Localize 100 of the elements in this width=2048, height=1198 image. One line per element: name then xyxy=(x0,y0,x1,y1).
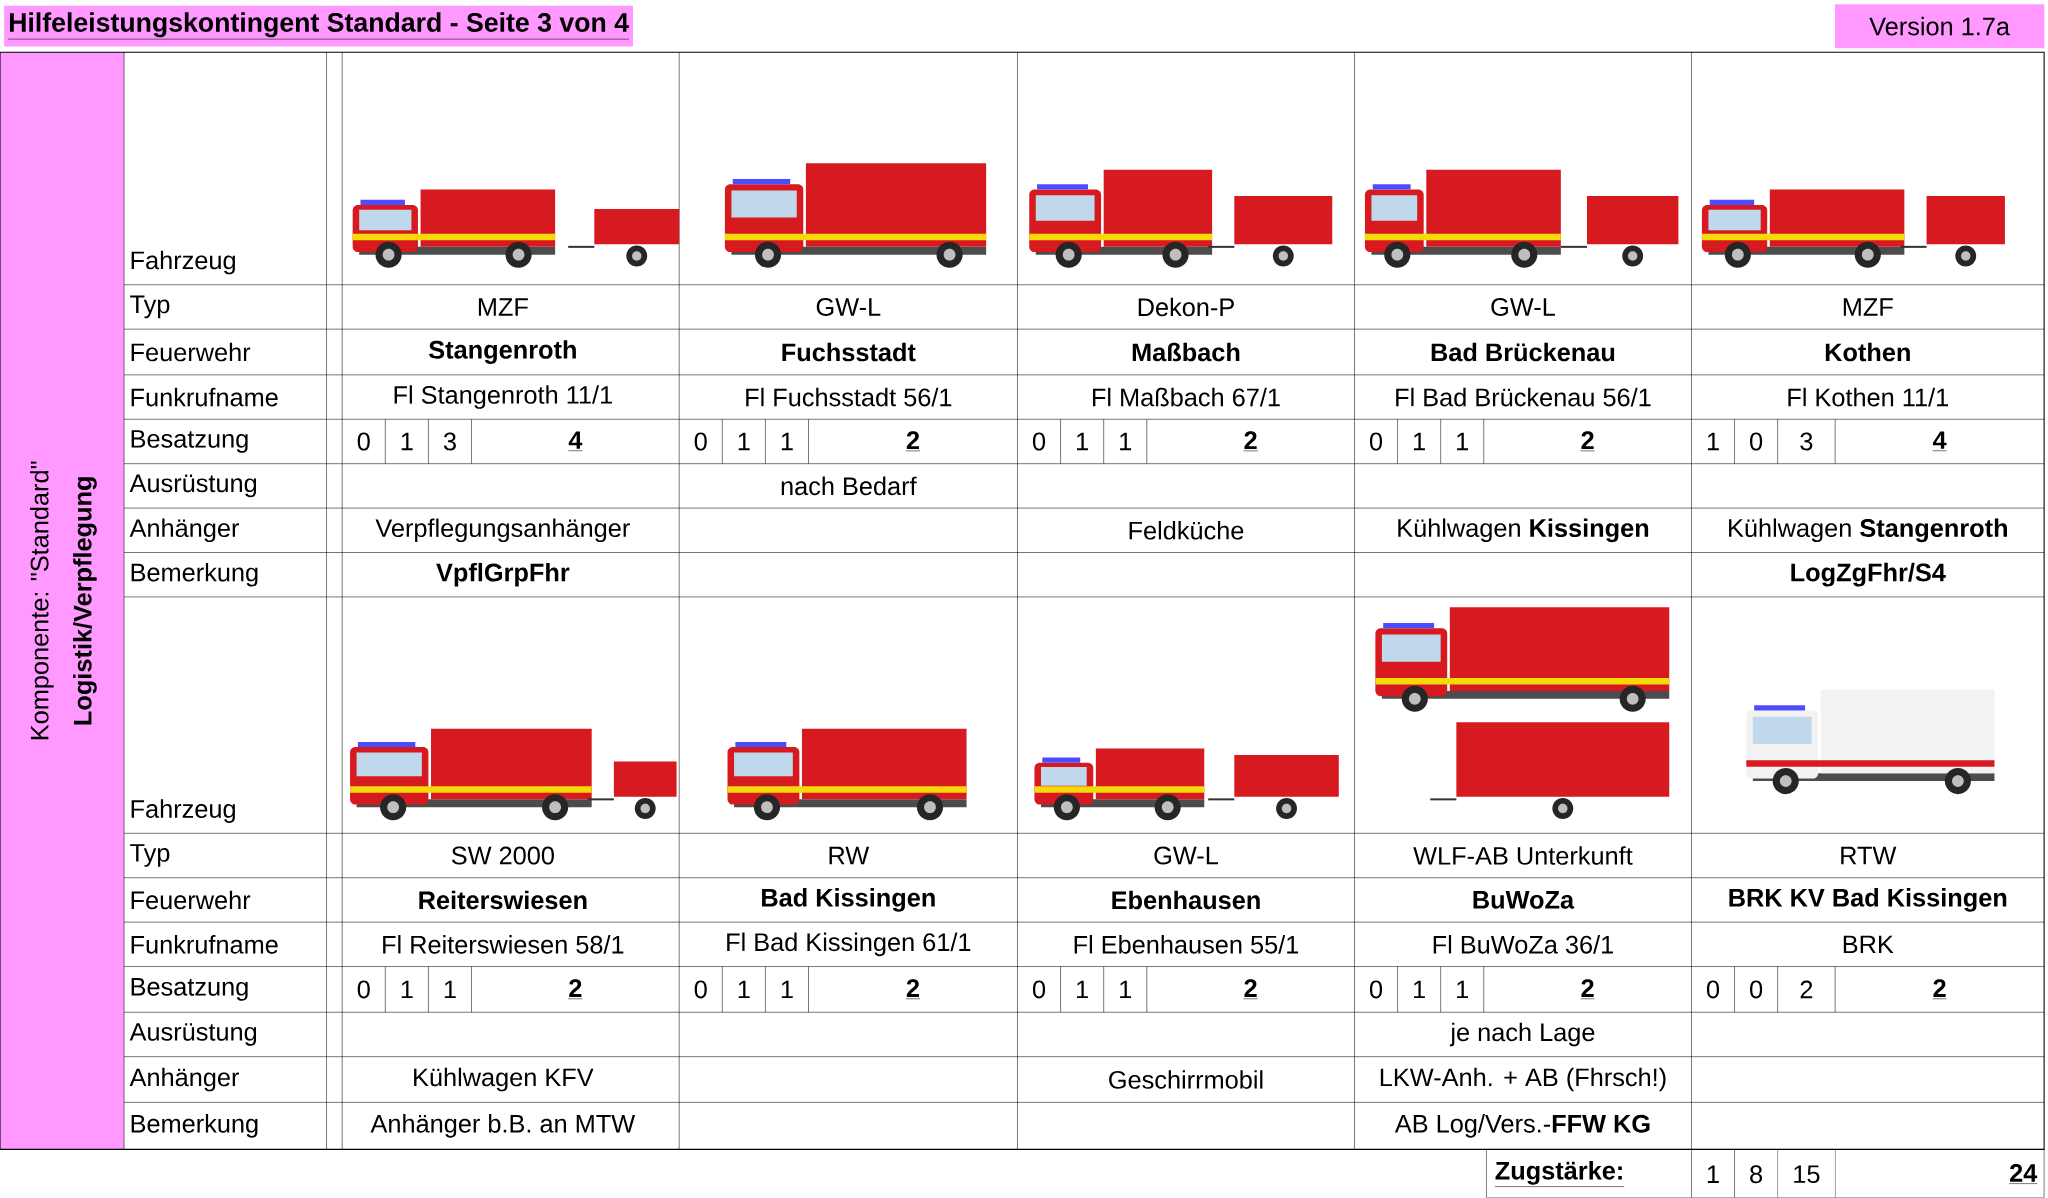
trailer-text: Kühlwagen Stangenroth xyxy=(1729,518,2007,543)
radio-call-sign: Fl Stangenroth 11/1 xyxy=(394,385,612,409)
crew-count: 1 xyxy=(1707,432,1719,451)
crew-count: 1 xyxy=(444,980,456,999)
fire-brigade-name: BuWoZa xyxy=(1473,891,1575,909)
version-label: Version 1.7a xyxy=(1834,4,2045,49)
crew-count: 3 xyxy=(443,432,456,451)
vehicle-type: GW-L xyxy=(816,298,881,317)
crew-count: 0 xyxy=(694,980,707,999)
component-label: Logistik/Verpflegung xyxy=(73,477,97,725)
crew-count: 1 xyxy=(1414,432,1425,451)
crew-count: 0 xyxy=(1032,980,1046,999)
row-label: Anhänger xyxy=(129,518,239,543)
vehicle-type: MZF xyxy=(1843,298,1893,316)
radio-call-sign: Fl Kothen 11/1 xyxy=(1788,387,1948,407)
radio-call-sign: Fl Bad Kissingen 61/1 xyxy=(727,932,971,957)
crew-count: 1 xyxy=(1457,980,1468,999)
crew-count: 0 xyxy=(1750,980,1763,999)
equipment-text: je nach Lage xyxy=(1449,1022,1595,1047)
trailer-text: Kühlwagen Kissingen xyxy=(1398,518,1649,543)
vehicle-type: MZF xyxy=(478,298,528,316)
crew-count: 0 xyxy=(1369,432,1383,451)
crew-total: 2 xyxy=(1580,431,1595,452)
crew-count: 1 xyxy=(1414,980,1425,999)
crew-total: 2 xyxy=(1932,979,1947,1000)
title: Hilfeleistungskontingent Standard - Seite 3 von 4 xyxy=(4,5,633,47)
crew-count: 1 xyxy=(401,980,413,999)
fire-brigade-name: Bad Brückenau xyxy=(1431,342,1615,362)
row-label: Ausrüstung xyxy=(129,1023,257,1046)
crew-count: 1 xyxy=(401,432,413,451)
component-label: Komponente: "Standard" xyxy=(30,461,54,740)
radio-call-sign: Fl Reiterswiesen 58/1 xyxy=(383,935,624,954)
crew-count: 0 xyxy=(1032,432,1046,451)
remark-text: AB Log/Vers.-FFW KG xyxy=(1394,1114,1650,1138)
crew-total: 4 xyxy=(1932,431,1947,452)
total-count: 1 xyxy=(1707,1165,1719,1184)
crew-count: 3 xyxy=(1800,432,1813,451)
row-label: Anhänger xyxy=(129,1067,239,1092)
row-label: Bemerkung xyxy=(131,563,258,587)
crew-count: 1 xyxy=(1077,432,1088,451)
fire-brigade-name: Reiterswiesen xyxy=(419,890,587,910)
row-label: Bemerkung xyxy=(131,1114,258,1138)
vehicle-type: SW 2000 xyxy=(451,846,554,865)
trailer-text: Kühlwagen KFV xyxy=(414,1067,594,1092)
row-label: Funkrufname xyxy=(131,387,278,407)
row-label: Ausrüstung xyxy=(129,474,257,498)
row-label: Typ xyxy=(130,844,170,867)
remark-text: VpflGrpFhr xyxy=(436,563,570,587)
row-label: Fahrzeug xyxy=(131,799,235,824)
trailer-text: Geschirrmobil xyxy=(1109,1070,1263,1089)
crew-count: 1 xyxy=(781,980,793,999)
vehicle-type: Dekon-P xyxy=(1138,297,1234,317)
fire-brigade-name: Stangenroth xyxy=(429,340,576,364)
row-label: Fahrzeug xyxy=(131,250,235,275)
crew-count: 1 xyxy=(1120,980,1132,999)
vehicle-type: WLF-AB Unterkunft xyxy=(1413,846,1633,865)
radio-call-sign: Fl Maßbach 67/1 xyxy=(1093,387,1280,407)
vehicle-type: GW-L xyxy=(1154,846,1218,865)
remark-text: Anhänger b.B. an MTW xyxy=(370,1114,636,1138)
trailer-text: Feldküche xyxy=(1129,521,1244,540)
crew-count: 1 xyxy=(738,432,750,451)
vehicle-type: GW-L xyxy=(1491,298,1555,317)
fire-brigade-name: Bad Kissingen xyxy=(762,888,935,912)
equipment-text: nach Bedarf xyxy=(781,476,917,496)
total-sum: 24 xyxy=(2008,1164,2038,1184)
crew-count: 0 xyxy=(694,432,707,451)
radio-call-sign: Fl Ebenhausen 55/1 xyxy=(1074,935,1299,954)
row-label: Typ xyxy=(130,295,170,319)
trailer-text: Verpflegungsanhänger xyxy=(375,518,630,543)
crew-total: 2 xyxy=(1580,979,1595,1000)
total-label: Zugstärke: xyxy=(1494,1161,1625,1188)
row-label: Funkrufname xyxy=(131,935,278,954)
row-label: Besatzung xyxy=(131,430,248,453)
crew-count: 0 xyxy=(1706,980,1720,999)
row-label: Besatzung xyxy=(131,978,248,1001)
crew-count: 1 xyxy=(738,980,750,999)
crew-count: 0 xyxy=(1369,980,1383,999)
crew-total: 2 xyxy=(905,979,921,1000)
crew-total: 2 xyxy=(568,979,583,1000)
crew-count: 0 xyxy=(357,432,370,451)
radio-call-sign: BRK xyxy=(1843,935,1894,954)
crew-count: 1 xyxy=(1077,980,1088,999)
radio-call-sign: Fl BuWoZa 36/1 xyxy=(1433,935,1613,954)
crew-count: 1 xyxy=(1120,432,1132,451)
radio-call-sign: Fl Fuchsstadt 56/1 xyxy=(746,387,952,407)
fire-brigade-name: Maßbach xyxy=(1132,342,1240,362)
crew-count: 0 xyxy=(357,980,370,999)
row-label: Feuerwehr xyxy=(131,342,251,362)
vehicle-type: RW xyxy=(829,846,870,865)
crew-count: 1 xyxy=(1457,432,1468,451)
fire-brigade-name: Ebenhausen xyxy=(1112,890,1260,910)
fire-brigade-name: BRK KV Bad Kissingen xyxy=(1729,888,2007,912)
vehicle-type: RTW xyxy=(1841,846,1897,865)
crew-count: 1 xyxy=(781,432,793,451)
remark-text: LogZgFhr/S4 xyxy=(1791,563,1946,587)
fire-brigade-name: Kothen xyxy=(1825,342,1910,362)
crew-total: 2 xyxy=(1243,979,1258,1000)
crew-count: 2 xyxy=(1800,980,1813,999)
crew-total: 2 xyxy=(1243,431,1258,452)
crew-total: 4 xyxy=(568,431,583,452)
